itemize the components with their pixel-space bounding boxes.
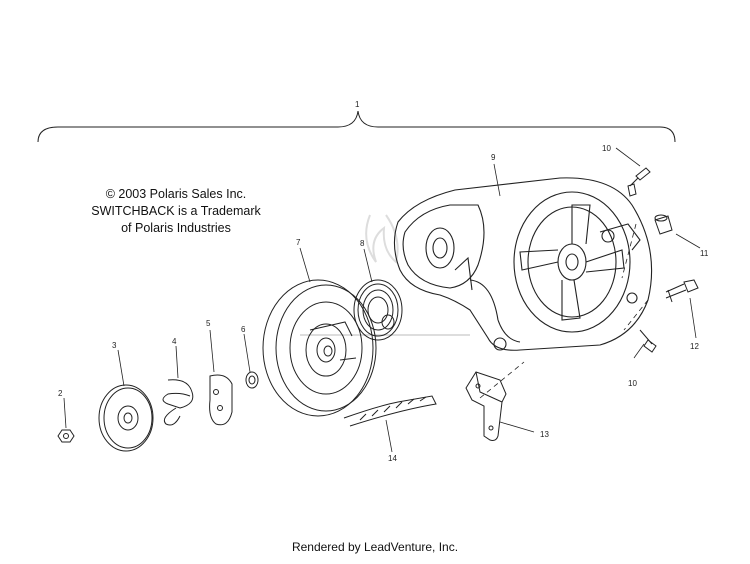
cover-plate — [98, 384, 154, 452]
assembly-brace — [37, 110, 676, 143]
bolt — [665, 279, 699, 303]
pawl-spring — [245, 371, 259, 389]
callout-10-top: 10 — [602, 144, 611, 153]
callout-9: 9 — [491, 153, 496, 162]
recoil-housing — [393, 177, 653, 351]
callout-3: 3 — [112, 341, 117, 350]
callout-2: 2 — [58, 389, 63, 398]
callout-10-bottom: 10 — [628, 379, 637, 388]
nut — [57, 429, 75, 443]
callout-8: 8 — [360, 239, 365, 248]
footer-credit: Rendered by LeadVenture, Inc. — [291, 540, 459, 554]
pin-top — [627, 167, 651, 197]
bushing — [654, 214, 673, 235]
watermark-logo — [300, 214, 470, 336]
callout-6: 6 — [241, 325, 246, 334]
callout-labels: 1 2 3 4 5 6 7 8 9 10 10 11 12 13 14 — [58, 100, 709, 463]
leader-lines — [63, 147, 701, 453]
mounting-bracket — [465, 371, 507, 441]
pawl — [209, 374, 233, 426]
callout-7: 7 — [296, 238, 301, 247]
starter-rope — [343, 395, 437, 427]
callout-12: 12 — [690, 342, 699, 351]
spring-clip — [162, 379, 194, 426]
trademark-line-2: of Polaris Industries — [121, 221, 231, 235]
callout-1: 1 — [355, 100, 360, 109]
callout-11: 11 — [700, 249, 709, 258]
trademark-line-1: SWITCHBACK is a Trademark — [91, 204, 261, 218]
callout-5: 5 — [206, 319, 211, 328]
rope-sheave — [262, 279, 377, 417]
callout-14: 14 — [388, 454, 397, 463]
recoil-spring — [353, 279, 403, 341]
copyright-line: © 2003 Polaris Sales Inc. — [105, 187, 247, 201]
callout-4: 4 — [172, 337, 177, 346]
copyright-notice: © 2003 Polaris Sales Inc. SWITCHBACK is … — [66, 186, 286, 237]
pin-lower — [639, 329, 657, 353]
callout-13: 13 — [540, 430, 549, 439]
